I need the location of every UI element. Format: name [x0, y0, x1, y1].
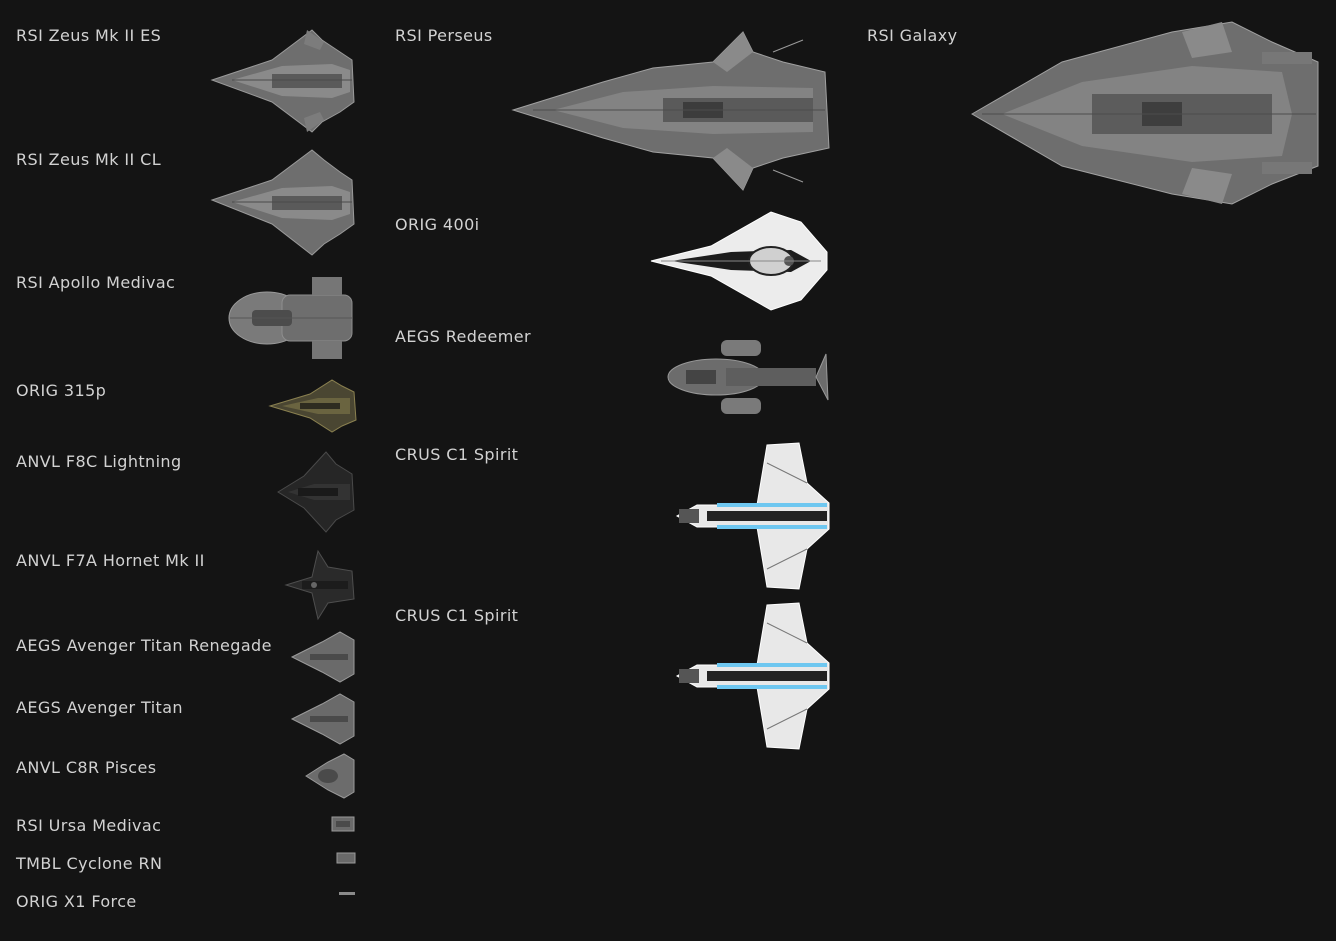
ship-image-apollo [222, 273, 357, 363]
ship-image-zeus-es [210, 29, 357, 133]
ship-image-redeemer [666, 338, 830, 416]
ship-label-orig400i: ORIG 400i [395, 215, 480, 234]
ship-image-zeus-cl [210, 149, 357, 256]
ship-label-f8c: ANVL F8C Lightning [16, 452, 182, 471]
ship-label-x1: ORIG X1 Force [16, 892, 137, 911]
ship-label-avenger: AEGS Avenger Titan [16, 698, 183, 717]
ship-image-cyclone [336, 851, 356, 865]
ship-label-orig315p: ORIG 315p [16, 381, 107, 400]
ship-image-f8c [274, 450, 358, 534]
ship-image-c1-spirit-1 [675, 442, 831, 590]
ship-image-orig400i [650, 211, 829, 311]
ship-label-cyclone: TMBL Cyclone RN [16, 854, 163, 873]
ship-label-zeus-cl: RSI Zeus Mk II CL [16, 150, 162, 169]
ship-label-apollo: RSI Apollo Medivac [16, 273, 176, 292]
ship-image-c1-spirit-2 [675, 602, 831, 750]
ship-label-ursa: RSI Ursa Medivac [16, 816, 162, 835]
ship-image-perseus [511, 31, 831, 191]
ship-image-x1 [339, 891, 355, 897]
ship-label-c1-spirit-1: CRUS C1 Spirit [395, 445, 519, 464]
ship-label-zeus-es: RSI Zeus Mk II ES [16, 26, 162, 45]
ship-label-pisces: ANVL C8R Pisces [16, 758, 157, 777]
ship-image-avenger [290, 693, 356, 745]
ship-label-f7a: ANVL F7A Hornet Mk II [16, 551, 205, 570]
ship-image-avenger-renegade [290, 631, 356, 683]
ship-image-pisces [304, 752, 356, 800]
ship-label-perseus: RSI Perseus [395, 26, 493, 45]
ship-image-ursa [330, 814, 356, 834]
ship-image-f7a [284, 549, 356, 621]
ship-label-redeemer: AEGS Redeemer [395, 327, 531, 346]
ship-label-avenger-renegade: AEGS Avenger Titan Renegade [16, 636, 272, 655]
ship-image-galaxy [971, 21, 1322, 205]
ship-label-c1-spirit-2: CRUS C1 Spirit [395, 606, 519, 625]
ship-image-orig315p [268, 379, 358, 433]
ship-label-galaxy: RSI Galaxy [867, 26, 958, 45]
